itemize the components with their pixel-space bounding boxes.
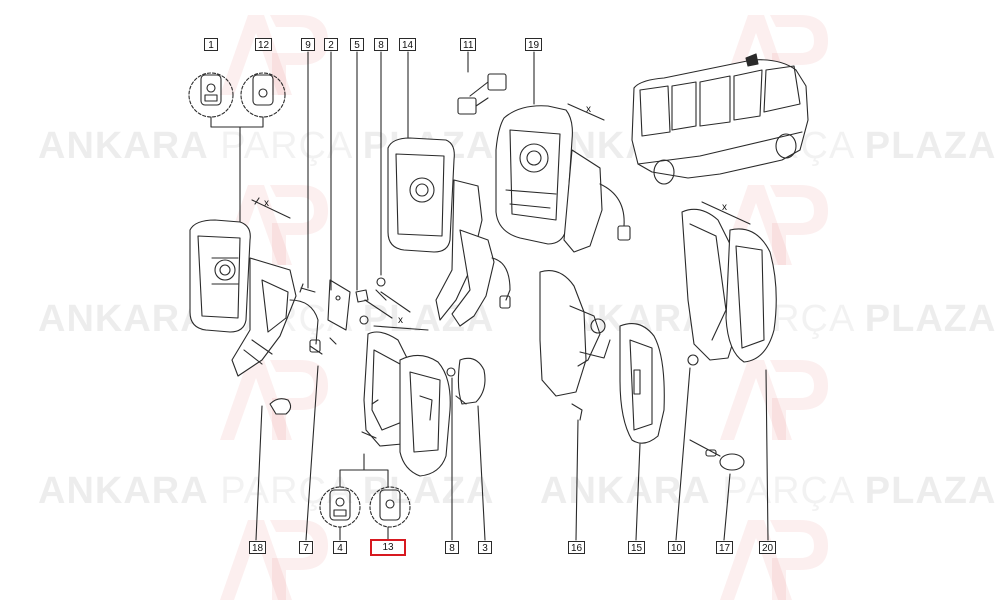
callout-part-19[interactable]: 19 [525, 38, 543, 51]
left-mirror-assembly [189, 219, 321, 377]
callout-part-16[interactable]: 16 [568, 541, 586, 554]
switch-detail-12 [240, 72, 286, 118]
van-illustration [631, 53, 809, 185]
callout-part-20[interactable]: 20 [759, 541, 777, 554]
callout-part-17[interactable]: 17 [716, 541, 734, 554]
switch-detail-13 [369, 486, 411, 528]
cover-cap-3 [455, 357, 486, 405]
mirror-glass-15 [619, 323, 665, 444]
fastener-screw-9 [299, 283, 316, 293]
callout-part-3[interactable]: 3 [478, 541, 492, 554]
watermark-row-6: ANKARA PARÇA PLAZA [540, 470, 997, 512]
center-mirror-assembly-14 [387, 137, 511, 327]
dimension-mark: x [586, 104, 591, 115]
lower-left-mirror-housing [361, 331, 451, 477]
electrical-connector-11 [457, 51, 507, 115]
watermark-logo [220, 15, 328, 95]
callout-part-15[interactable]: 15 [628, 541, 646, 554]
callout-part-5[interactable]: 5 [350, 38, 364, 51]
mounting-plate-2 [327, 279, 351, 331]
callout-part-8[interactable]: 8 [374, 38, 388, 51]
watermark-logo [220, 520, 328, 600]
watermark-logo [720, 520, 828, 600]
watermark-row-1: ANKARA PARÇA PLAZA [38, 125, 493, 167]
nut-8 [375, 277, 387, 301]
dimension-mark: x [398, 315, 403, 326]
callout-part-13-highlighted[interactable]: 13 [370, 539, 406, 556]
callout-part-12[interactable]: 12 [255, 38, 273, 51]
nut-8-lower [446, 367, 456, 377]
mirror-housing-back-19 [495, 51, 631, 253]
callout-part-7[interactable]: 7 [299, 541, 313, 554]
callout-part-10[interactable]: 10 [668, 541, 686, 554]
callout-part-11[interactable]: 11 [460, 38, 477, 51]
callout-part-2[interactable]: 2 [324, 38, 338, 51]
switch-detail-1 [188, 72, 234, 118]
mirror-arm-16 [539, 270, 611, 421]
dimension-mark: x [264, 198, 269, 209]
mirror-housing-right-20 [681, 208, 777, 363]
watermark-row-5: ANKARA PARÇA PLAZA [38, 470, 495, 512]
clip-18 [269, 398, 292, 415]
callout-part-9[interactable]: 9 [301, 38, 315, 51]
grommet-10 [687, 354, 699, 366]
nut-5 [355, 289, 369, 325]
dimension-mark: x [722, 202, 727, 213]
key-17 [689, 439, 745, 471]
callout-part-4[interactable]: 4 [333, 541, 347, 554]
callout-part-8-lower[interactable]: 8 [445, 541, 459, 554]
callout-part-18[interactable]: 18 [249, 541, 267, 554]
callout-part-14[interactable]: 14 [399, 38, 417, 51]
watermark-logo [720, 360, 828, 440]
callout-part-1[interactable]: 1 [204, 38, 218, 51]
switch-detail-4 [319, 486, 361, 528]
